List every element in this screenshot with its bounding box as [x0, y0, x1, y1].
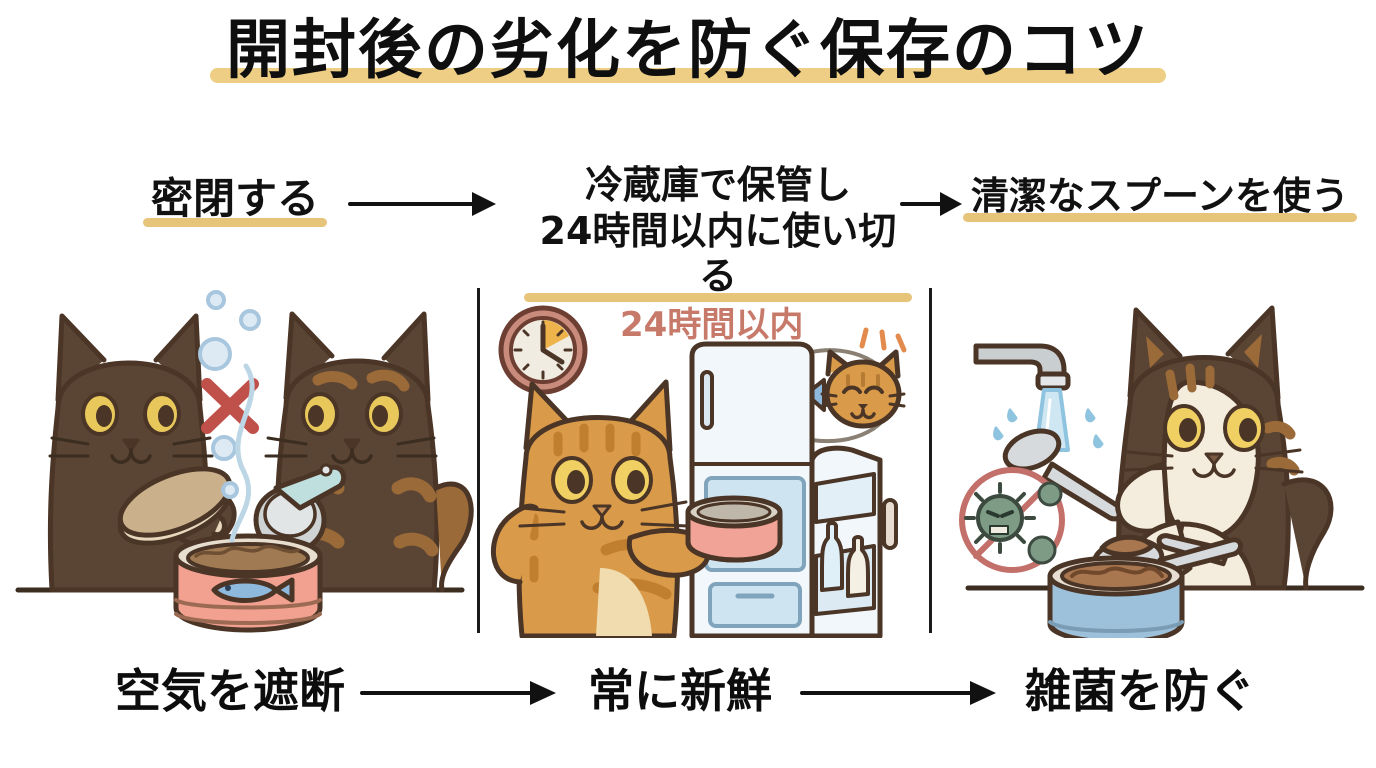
blue-can-with-food [1047, 555, 1185, 638]
top-step-row: 密閉する 冷蔵庫で保管し 24時間以内に使い切る 清潔なスプーンを使う [0, 150, 1376, 302]
top-step-1-underline [142, 217, 327, 227]
top-arrow-1-head [472, 192, 496, 216]
open-can [685, 495, 783, 563]
panel-divider-2 [929, 288, 932, 633]
salmon-can-with-fish-label [173, 533, 323, 633]
speech-bubble-happy-cat [820, 349, 906, 429]
top-step-2-underline [524, 292, 912, 302]
no-germs-sign [959, 467, 1065, 573]
page-title: 開封後の劣化を防ぐ保存のコツ [210, 17, 1166, 85]
top-step-3-underline [962, 212, 1358, 222]
panel-seal [0, 288, 477, 638]
top-step-1-text: 密閉する [150, 174, 319, 223]
top-step-1-label: 密閉する [142, 174, 327, 227]
top-step-1: 密閉する [120, 174, 350, 227]
wooden-lid [117, 466, 233, 546]
bottom-step-2: 常に新鮮 [588, 664, 772, 718]
top-arrow-1 [348, 188, 498, 218]
top-step-2-label: 24時間以内に使い切る [524, 209, 912, 302]
top-arrow-2 [900, 188, 966, 218]
bottom-arrow-2-shaft [800, 691, 978, 695]
bubbles [198, 290, 261, 543]
illustration-panel-row: 24時間以内 [0, 288, 1376, 638]
panel-clean-spoon [932, 288, 1376, 638]
top-step-3-text: 清潔なスプーンを使う [970, 174, 1350, 218]
bottom-arrow-1 [360, 677, 560, 707]
bottom-arrow-2-head [970, 681, 996, 705]
top-arrow-2-shaft [900, 202, 946, 206]
panel-divider-1 [477, 288, 480, 633]
panel-refrigerate: 24時間以内 [480, 288, 929, 638]
bottom-step-row: 空気を遮断 常に新鮮 雑菌を防ぐ [0, 655, 1376, 735]
top-step-2: 冷蔵庫で保管し 24時間以内に使い切る [524, 154, 912, 302]
metal-clip-lid [253, 463, 347, 555]
bottom-arrow-2 [800, 677, 1000, 707]
top-step-2-line2: 24時間以内に使い切る [539, 209, 897, 298]
bottom-step-3: 雑菌を防ぐ [1025, 664, 1255, 718]
page-title-container: 開封後の劣化を防ぐ保存のコツ [0, 17, 1376, 85]
top-step-3: 清潔なスプーンを使う [960, 174, 1360, 222]
top-arrow-2-head [940, 192, 962, 216]
top-step-2-line1: 冷蔵庫で保管し [584, 163, 851, 207]
bottom-arrow-1-head [530, 681, 556, 705]
faucet [973, 343, 1071, 391]
top-arrow-1-shaft [348, 202, 480, 206]
refrigerator [689, 341, 898, 638]
germ [964, 482, 1036, 554]
panel-inline-text: 24時間以内 [620, 305, 803, 345]
sparkles [859, 327, 907, 353]
bottom-step-1: 空気を遮断 [115, 664, 345, 718]
top-step-3-label: 清潔なスプーンを使う [962, 174, 1358, 222]
wall-clock [498, 305, 588, 395]
bottom-arrow-1-shaft [360, 691, 538, 695]
page-title-text: 開封後の劣化を防ぐ保存のコツ [226, 14, 1150, 88]
